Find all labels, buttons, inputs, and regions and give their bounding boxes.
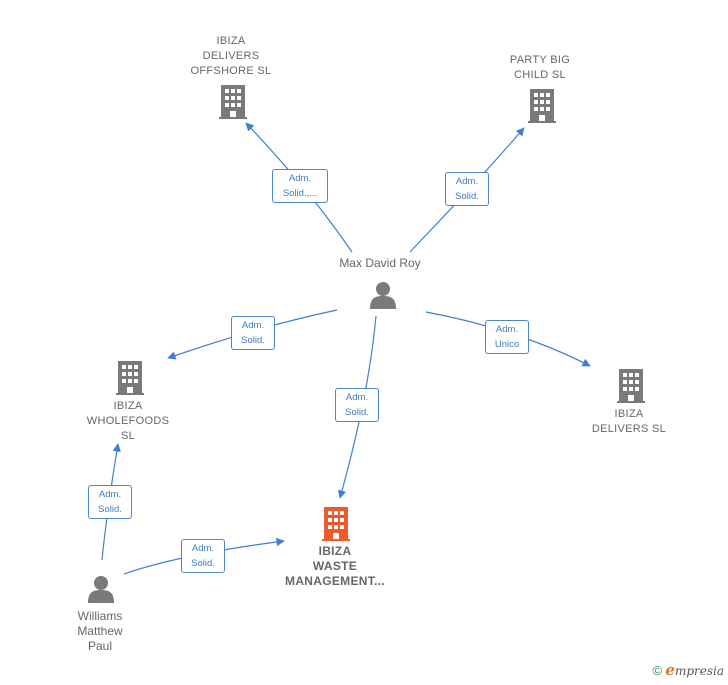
copyright-icon: © [652,663,663,678]
edge-label-adm-solid[interactable]: Adm. Solid. [445,172,489,206]
edge-label-adm-solid[interactable]: Adm. Solid. [231,316,275,350]
node-ibiza-delivers-offshore-label[interactable]: IBIZA DELIVERS OFFSHORE SL [190,35,272,77]
node-williams-label[interactable]: Williams Matthew Paul [77,609,123,653]
empresia-logo[interactable]: empresia [665,661,724,679]
building-icon[interactable] [528,89,556,123]
person-icon[interactable] [88,576,114,603]
node-ibiza-waste-label[interactable]: IBIZA WASTE MANAGEMENT... [285,544,385,588]
edge-label-adm-solid[interactable]: Adm. Solid. [181,539,225,573]
edge-label-adm-solid[interactable]: Adm. Solid. [335,388,379,422]
edge-label-adm-solid[interactable]: Adm. Solid.,... [272,169,328,203]
node-party-big-child-label[interactable]: PARTY BIG CHILD SL [509,54,571,81]
node-ibiza-delivers-label[interactable]: IBIZA DELIVERS SL [591,408,667,435]
node-ibiza-wholefoods-label[interactable]: IBIZA WHOLEFOODS SL [86,400,170,442]
building-icon[interactable] [617,369,645,403]
building-icon[interactable] [219,85,247,119]
building-icon-highlighted[interactable] [322,507,350,541]
building-icon[interactable] [116,361,144,395]
edge-label-adm-solid[interactable]: Adm. Solid. [88,485,132,519]
node-max-david-roy-label[interactable]: Max David Roy [339,256,421,270]
person-icon[interactable] [370,282,396,309]
edge-label-adm-unico[interactable]: Adm. Unico [485,320,529,354]
brand-footer: © empresia [652,661,724,679]
